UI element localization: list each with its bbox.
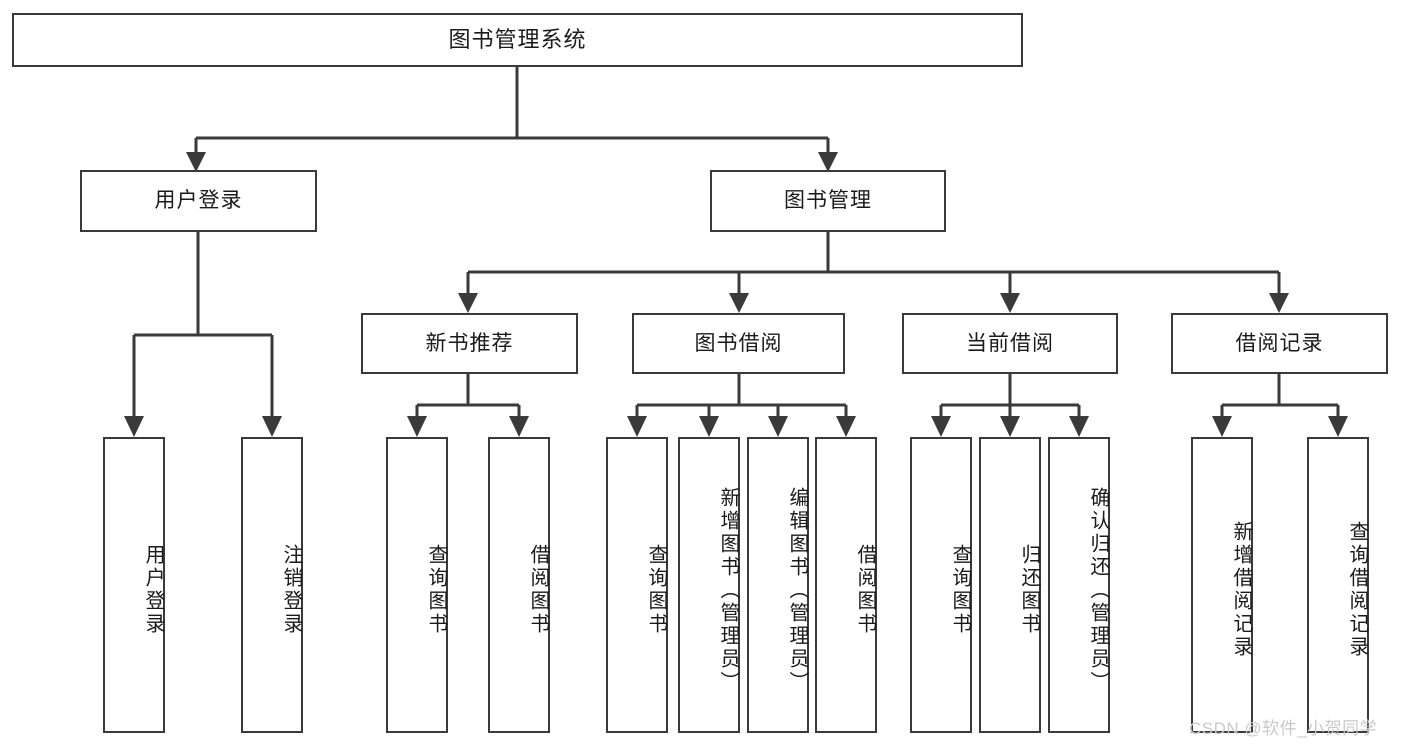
arrow-head-to-new-books xyxy=(458,293,478,313)
leaf-confirm-return-admin[interactable]: 确认归还（管理员） xyxy=(1048,437,1110,733)
leaf-borrow-books[interactable]: 借阅图书 xyxy=(815,437,877,733)
leaf-add-book-admin[interactable]: 新增图书（管理员） xyxy=(678,437,740,733)
node-book-borrowing[interactable]: 图书借阅 xyxy=(632,313,845,374)
leaf-query-borrow-record[interactable]: 查询借阅记录 xyxy=(1307,437,1369,733)
arrow-head-leaf-5 xyxy=(627,416,647,437)
arrow-head-to-borrow-record xyxy=(1269,293,1289,313)
node-book-management[interactable]: 图书管理 xyxy=(710,170,946,232)
arrow-head-leaf-12 xyxy=(1212,416,1232,437)
leaf-query-books-current[interactable]: 查询图书 xyxy=(910,437,972,733)
node-root-library-management-system[interactable]: 图书管理系统 xyxy=(12,13,1023,67)
arrow-head-to-current-borrow xyxy=(1000,293,1020,313)
leaf-query-books-borrow[interactable]: 查询图书 xyxy=(606,437,668,733)
leaf-edit-book-admin[interactable]: 编辑图书（管理员） xyxy=(747,437,809,733)
arrow-head-leaf-11 xyxy=(1069,416,1089,437)
arrow-head-to-book-borrow xyxy=(729,293,749,313)
leaf-user-login[interactable]: 用户登录 xyxy=(103,437,165,733)
arrow-head-leaf-2 xyxy=(262,416,282,437)
arrow-head-leaf-6 xyxy=(699,416,719,437)
arrow-head-leaf-3 xyxy=(407,416,427,437)
arrow-head-to-book-manage xyxy=(818,152,838,172)
node-user-login[interactable]: 用户登录 xyxy=(80,170,317,232)
node-borrowing-record[interactable]: 借阅记录 xyxy=(1171,313,1388,374)
arrow-head-leaf-4 xyxy=(509,416,529,437)
csdn-watermark: CSDN @软件_小贺同学 xyxy=(1189,719,1378,738)
leaf-borrow-books-new[interactable]: 借阅图书 xyxy=(488,437,550,733)
leaf-query-books-new[interactable]: 查询图书 xyxy=(386,437,448,733)
arrow-head-to-user-login xyxy=(186,152,206,172)
node-new-book-recommendation[interactable]: 新书推荐 xyxy=(361,313,578,374)
arrow-head-leaf-9 xyxy=(931,416,951,437)
arrow-head-leaf-13 xyxy=(1328,416,1348,437)
arrow-head-leaf-7 xyxy=(768,416,788,437)
node-current-borrowing[interactable]: 当前借阅 xyxy=(902,313,1118,374)
arrow-head-leaf-1 xyxy=(124,416,144,437)
arrow-head-leaf-10 xyxy=(1000,416,1020,437)
arrow-head-leaf-8 xyxy=(836,416,856,437)
leaf-return-books[interactable]: 归还图书 xyxy=(979,437,1041,733)
leaf-add-borrow-record[interactable]: 新增借阅记录 xyxy=(1191,437,1253,733)
leaf-logout[interactable]: 注销登录 xyxy=(241,437,303,733)
